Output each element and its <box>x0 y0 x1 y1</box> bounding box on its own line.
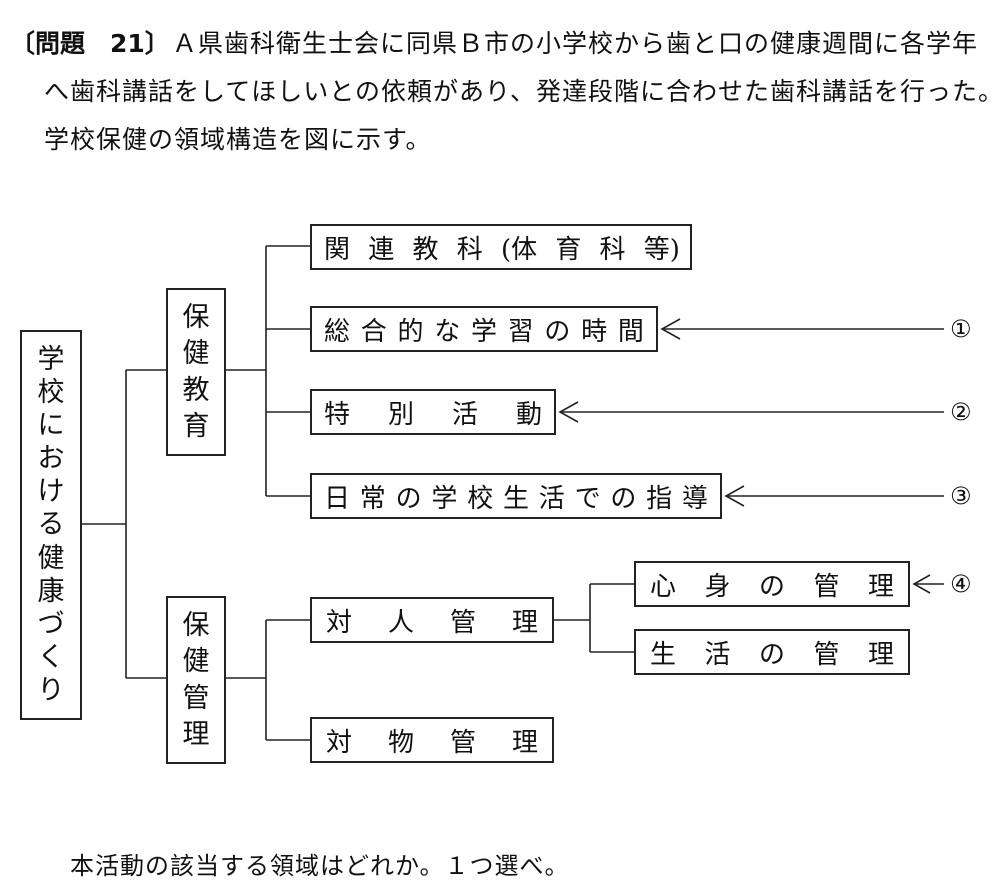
root-box-school-health: 学校における健康づくり <box>20 330 82 720</box>
question-line-1: Ａ県歯科衛生士会に同県Ｂ市の小学校から歯と口の健康週間に各学年 <box>172 29 979 58</box>
box-related-subjects: 関連教科(体育科等) <box>310 224 692 270</box>
box-health-management: 保健管理 <box>166 596 226 764</box>
box-mind-body-management: 心身の管理 <box>634 561 910 607</box>
question-prompt: 本活動の該当する領域はどれか。１つ選べ。 <box>70 852 570 880</box>
integrated-study-label: 総合的な学習の時間 <box>324 316 644 347</box>
box-special-activities: 特別活動 <box>310 389 556 435</box>
personal-management-label: 対人管理 <box>326 607 538 638</box>
root-label: 学校における健康づくり <box>37 344 65 706</box>
marker-4: ④ <box>950 570 972 598</box>
box-daily-school-life-guidance: 日常の学校生活での指導 <box>310 473 722 519</box>
box-object-management: 対物管理 <box>310 717 554 763</box>
marker-2: ② <box>950 398 972 426</box>
mind-body-management-label: 心身の管理 <box>650 571 894 602</box>
health-management-label: 保健管理 <box>182 610 210 750</box>
box-integrated-study: 総合的な学習の時間 <box>310 306 658 352</box>
special-activities-label: 特別活動 <box>324 399 542 430</box>
box-life-management: 生活の管理 <box>634 629 910 675</box>
marker-1: ① <box>950 315 972 343</box>
object-management-label: 対物管理 <box>326 727 538 758</box>
box-health-education: 保健教育 <box>166 288 226 456</box>
marker-3: ③ <box>950 482 972 510</box>
question-line-3: 学校保健の領域構造を図に示す。 <box>44 125 432 154</box>
health-education-label: 保健教育 <box>182 302 210 442</box>
related-subjects-label: 関連教科(体育科等) <box>324 234 680 265</box>
question-line-2: へ歯科講話をしてほしいとの依頼があり、発達段階に合わせた歯科講話を行った。 <box>44 77 1000 106</box>
box-personal-management: 対人管理 <box>310 597 554 643</box>
daily-guidance-label: 日常の学校生活での指導 <box>324 483 708 514</box>
question-number: 〔問題 21〕 <box>10 29 170 58</box>
life-management-label: 生活の管理 <box>650 639 894 670</box>
